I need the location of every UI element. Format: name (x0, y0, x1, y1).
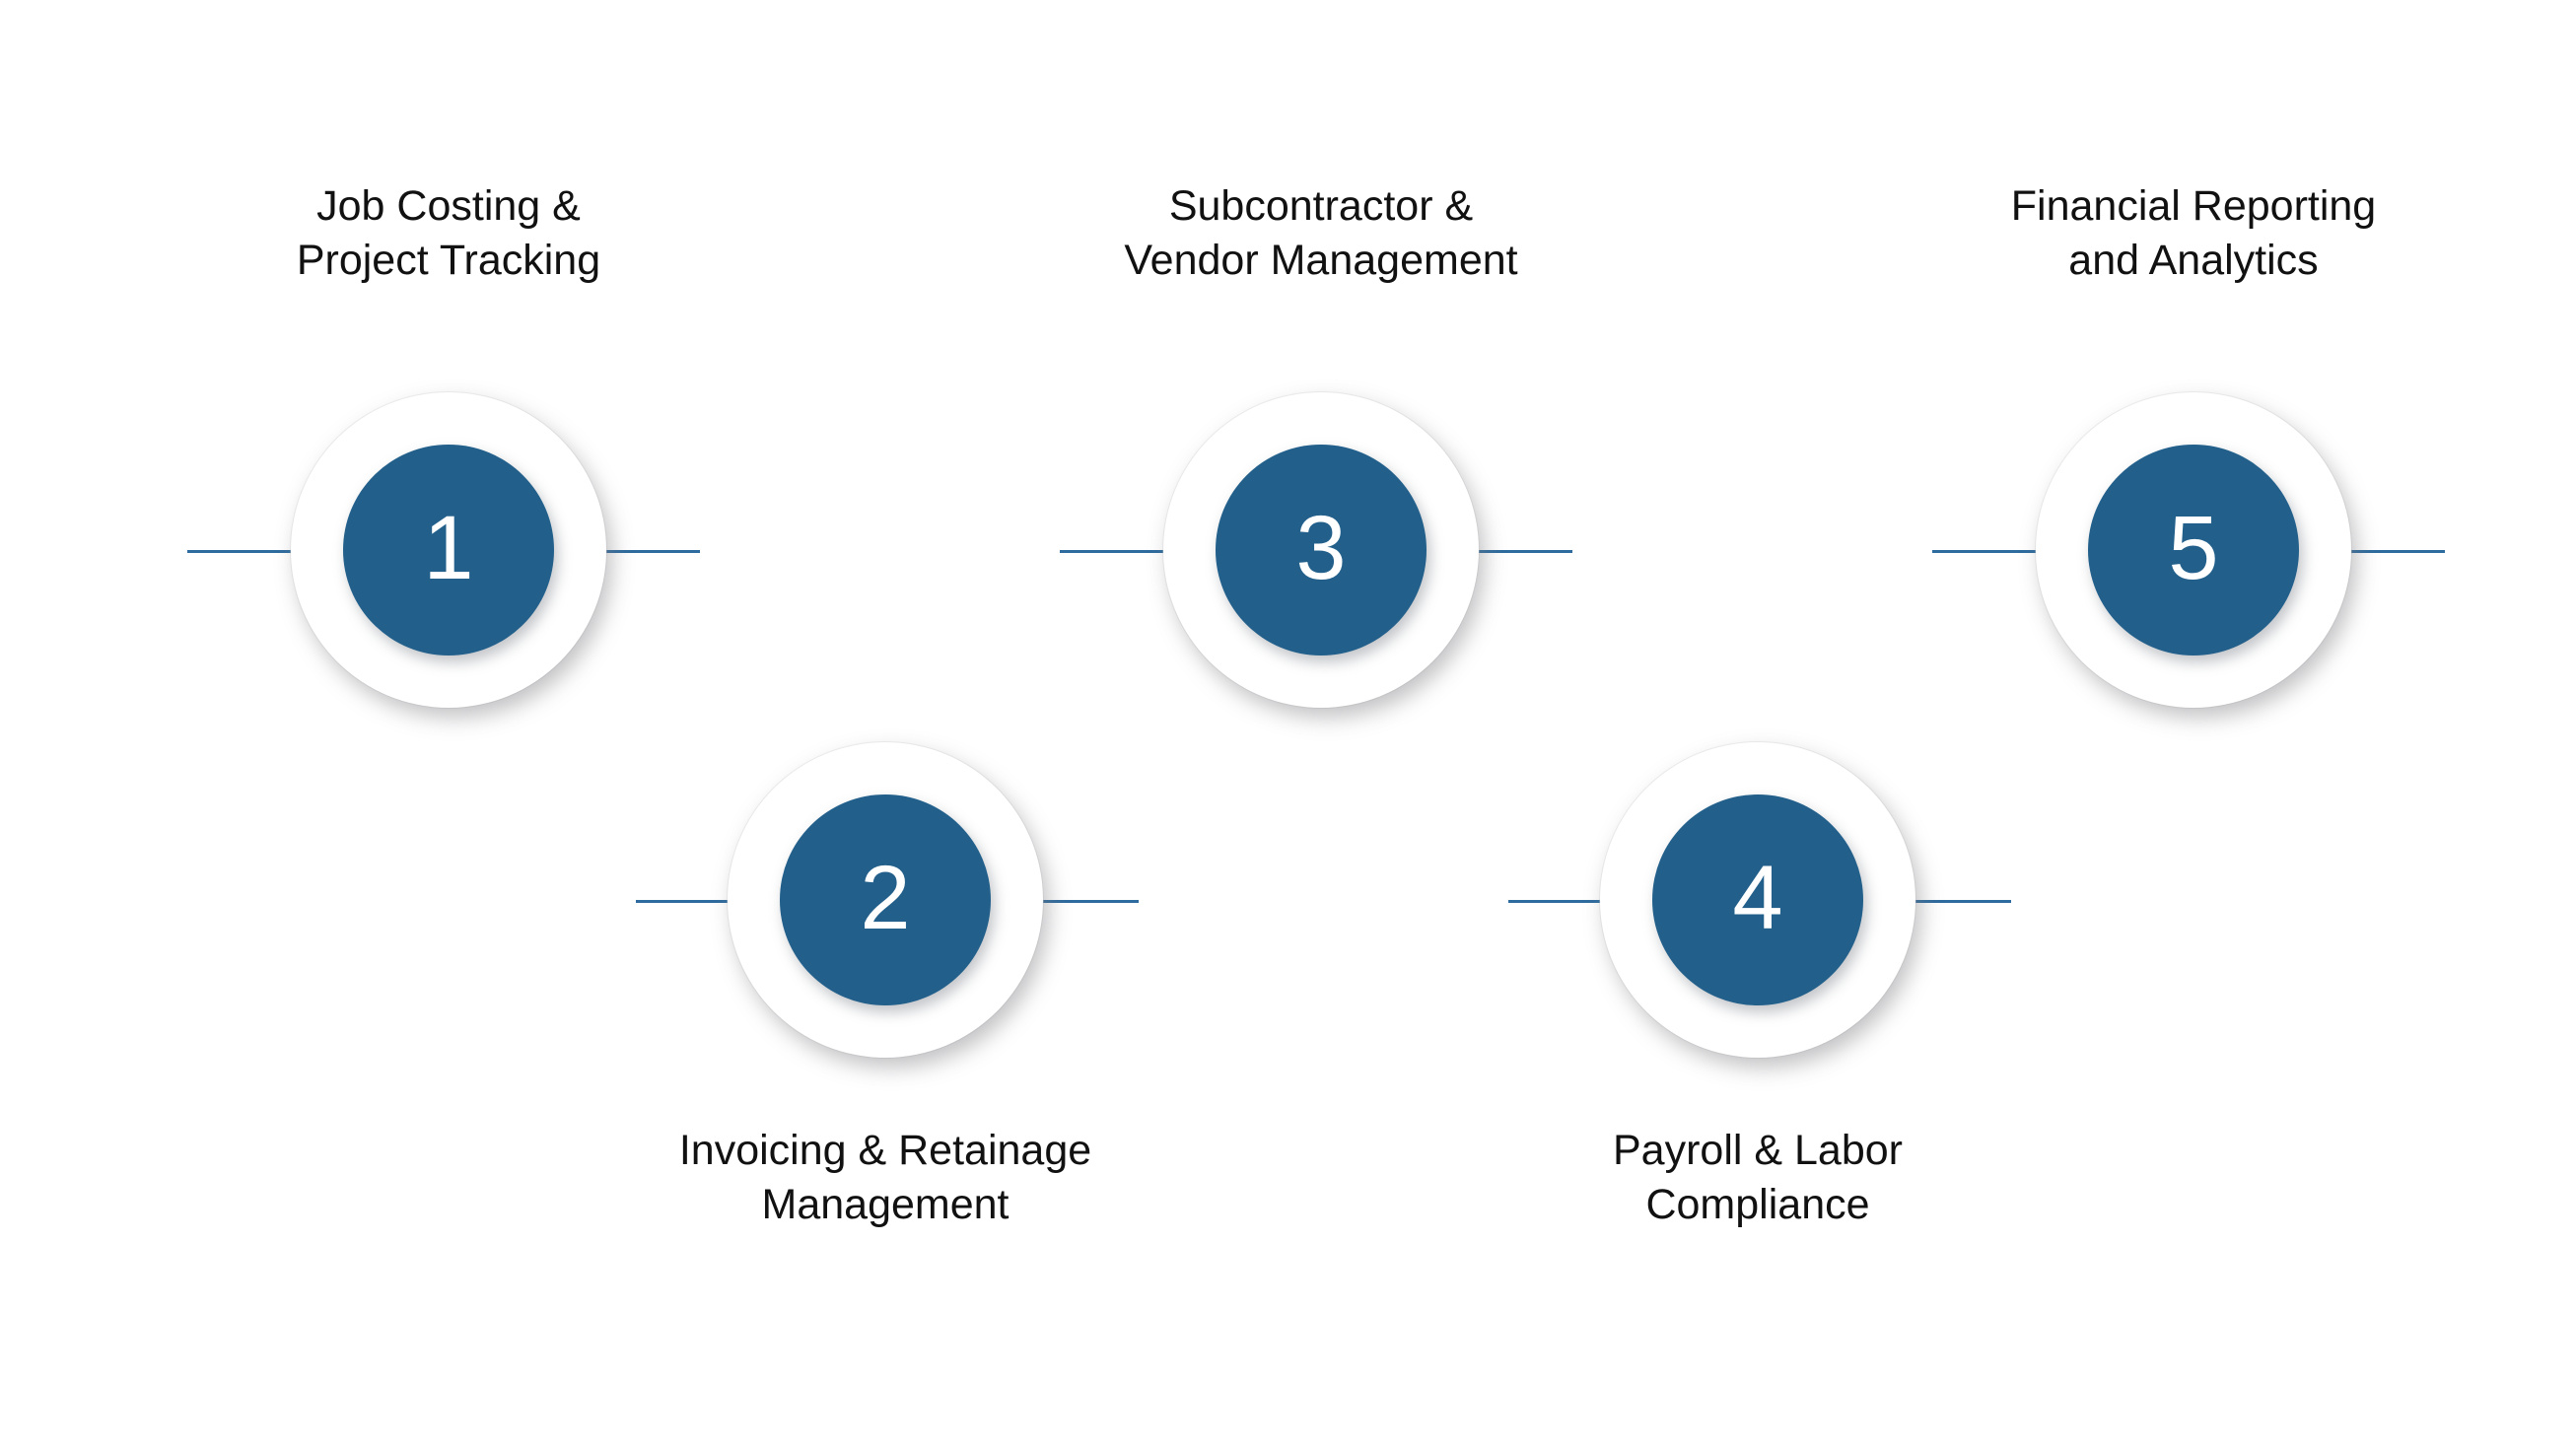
step-node-3[interactable]: 3 (1163, 392, 1479, 708)
step-label-2: Invoicing & Retainage Management (678, 1127, 1092, 1229)
step-number-5: 5 (2168, 498, 2219, 598)
step-disc-1: 1 (343, 445, 554, 656)
step-number-2: 2 (860, 848, 911, 948)
step-node-1[interactable]: 1 (291, 392, 606, 708)
step-node-4[interactable]: 4 (1600, 742, 1915, 1058)
step-label-5: Financial Reporting and Analytics (2010, 182, 2377, 285)
step-number-3: 3 (1295, 498, 1347, 598)
step-node-5[interactable]: 5 (2036, 392, 2351, 708)
step-label-1: Job Costing & Project Tracking (296, 182, 601, 285)
step-disc-4: 4 (1652, 794, 1863, 1005)
step-number-4: 4 (1732, 848, 1783, 948)
step-disc-2: 2 (780, 794, 991, 1005)
step-disc-5: 5 (2088, 445, 2299, 656)
step-label-4: Payroll & Labor Compliance (1613, 1127, 1903, 1229)
step-number-1: 1 (423, 498, 474, 598)
step-label-3: Subcontractor & Vendor Management (1124, 182, 1518, 285)
step-disc-3: 3 (1216, 445, 1427, 656)
step-node-2[interactable]: 2 (728, 742, 1043, 1058)
